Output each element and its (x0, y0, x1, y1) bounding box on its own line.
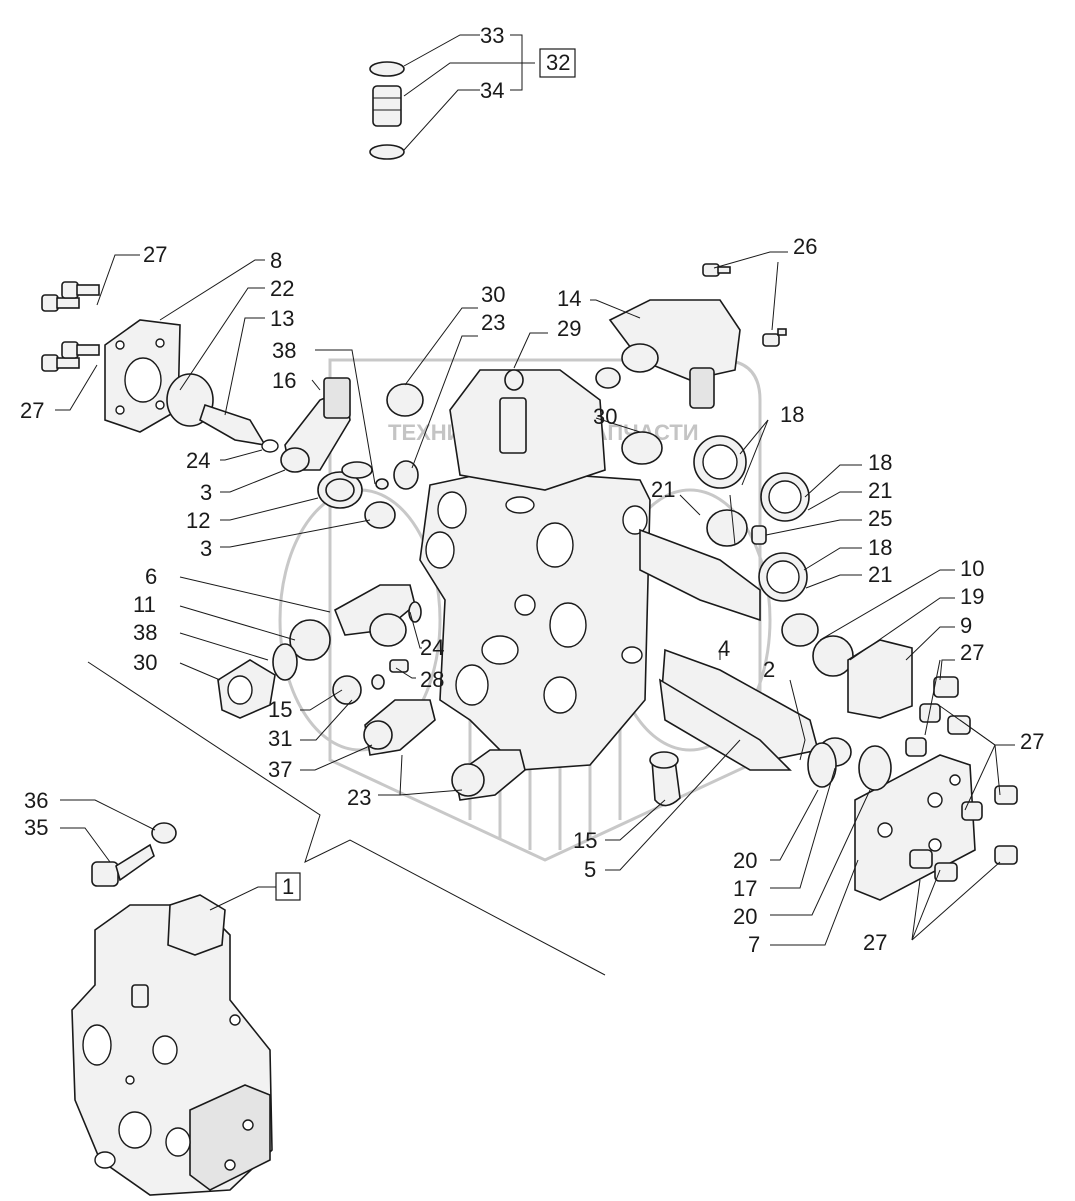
callout-18-top: 18 (780, 402, 804, 427)
callout-12: 12 (186, 508, 210, 533)
cover-plate-9 (847, 639, 913, 719)
callout-33: 33 (480, 23, 504, 48)
callout-27-bottom: 27 (863, 930, 887, 955)
valve-block-main (419, 369, 651, 771)
callout-17: 17 (733, 876, 757, 901)
callout-26: 26 (793, 234, 817, 259)
callout-14: 14 (557, 286, 581, 311)
callout-31: 31 (268, 726, 292, 751)
callout-9: 9 (960, 613, 972, 638)
callout-11: 11 (133, 592, 156, 617)
spool-2-4 (659, 648, 892, 791)
callout-10: 10 (960, 556, 984, 581)
callout-27-right-mid: 27 (1020, 729, 1044, 754)
callout-23-top: 23 (481, 310, 505, 335)
callout-7: 7 (748, 932, 760, 957)
callout-30-mid: 30 (593, 404, 617, 429)
callout-30-left: 30 (133, 650, 157, 675)
plug-15-5 (649, 751, 681, 807)
callout-2: 2 (763, 657, 775, 682)
cover-plate-left (104, 319, 181, 433)
callout-38-top: 38 (272, 338, 296, 363)
valve-parts-left-center (217, 584, 526, 801)
callout-27-left: 27 (20, 398, 44, 423)
callout-5: 5 (584, 857, 596, 882)
callout-6: 6 (145, 564, 157, 589)
callout-27-top-left: 27 (143, 242, 167, 267)
callout-8: 8 (270, 248, 282, 273)
callout-30-top: 30 (481, 282, 505, 307)
solenoid-14 (595, 299, 741, 409)
callout-20-bottom: 20 (733, 904, 757, 929)
callout-labels: 33 32 34 27 8 22 13 38 16 27 24 3 12 3 3… (20, 23, 1044, 957)
springs-3-12 (317, 461, 396, 529)
spool-13 (199, 403, 279, 453)
solenoid-16 (280, 377, 351, 473)
callout-3-top: 3 (200, 480, 212, 505)
callout-box-32 (539, 48, 576, 78)
bolt-group-left (41, 281, 100, 372)
callout-36: 36 (24, 788, 48, 813)
callout-28: 28 (420, 667, 444, 692)
callout-21-left: 21 (651, 477, 675, 502)
bolt-35 (91, 843, 155, 887)
plug-30-right (621, 431, 663, 465)
bolts-26 (702, 263, 787, 347)
fitting-assembly (369, 61, 405, 160)
callout-32: 32 (546, 50, 570, 75)
callout-box-1 (275, 872, 301, 901)
bolts-27-right (905, 676, 1018, 882)
callout-27-right-top: 27 (960, 640, 984, 665)
callout-20-top: 20 (733, 848, 757, 873)
spool-assembly-right (639, 528, 854, 677)
seal-rings-18-21 (693, 435, 810, 602)
callout-37: 37 (268, 757, 292, 782)
callout-23-bottom: 23 (347, 785, 371, 810)
callout-25: 25 (868, 506, 892, 531)
callout-34: 34 (480, 78, 504, 103)
callout-35: 35 (24, 815, 48, 840)
callout-4: 4 (718, 636, 730, 661)
callout-38-mid: 38 (133, 620, 157, 645)
callout-29: 29 (557, 316, 581, 341)
callout-13: 13 (270, 306, 294, 331)
callout-24-top: 24 (186, 448, 210, 473)
washer-36 (151, 822, 177, 844)
callout-18-bottom: 18 (868, 535, 892, 560)
callout-18-mid: 18 (868, 450, 892, 475)
callout-16: 16 (272, 368, 296, 393)
callout-15-left: 15 (268, 697, 292, 722)
callout-21-bottom: 21 (868, 562, 892, 587)
pump-assembly (71, 894, 273, 1196)
callout-24-mid: 24 (420, 635, 444, 660)
callout-3-bottom: 3 (200, 536, 212, 561)
callout-22: 22 (270, 276, 294, 301)
callout-21-mid: 21 (868, 478, 892, 503)
callout-15-bottom: 15 (573, 828, 597, 853)
callout-19: 19 (960, 584, 984, 609)
callout-1: 1 (282, 874, 294, 899)
